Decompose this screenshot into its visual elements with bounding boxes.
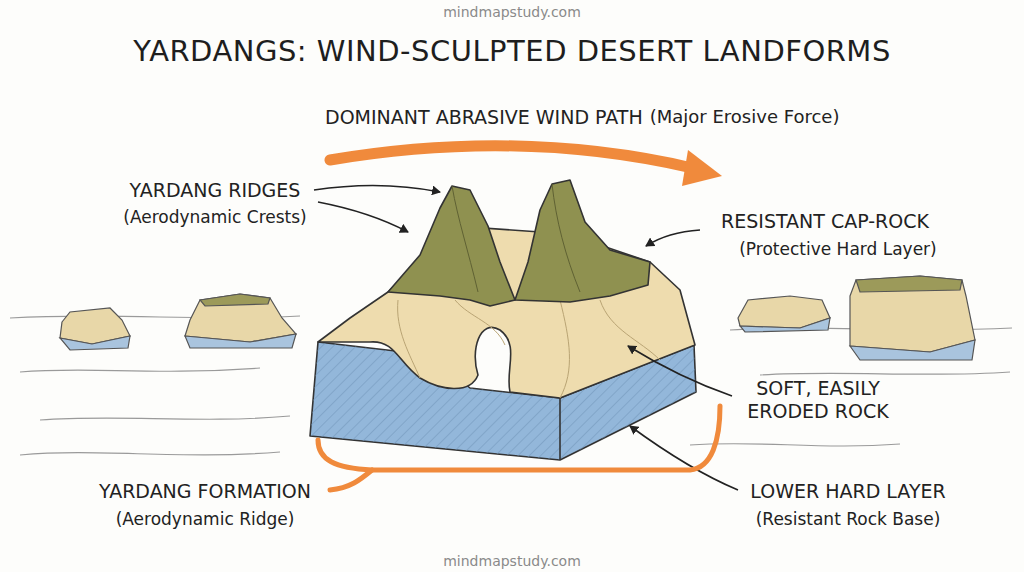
- callout-label: RESISTANT CAP-ROCK: [721, 210, 929, 233]
- callout-label: SOFT, EASILY ERODED ROCK: [738, 377, 898, 423]
- callout-note: (Major Erosive Force): [650, 106, 840, 128]
- wind-arrow: [330, 146, 722, 186]
- callout-note: (Aerodynamic Ridge): [116, 509, 295, 529]
- watermark: mindmapstudy.com: [443, 553, 581, 570]
- cap-rock: [388, 180, 650, 306]
- distant-mesa: [60, 294, 296, 350]
- callout-note: (Aerodynamic Crests): [123, 207, 306, 227]
- callout-label: YARDANG RIDGES: [130, 179, 301, 202]
- soft-rock: [318, 225, 695, 398]
- callout-label: LOWER HARD LAYER: [750, 480, 945, 503]
- callout-note: (Protective Hard Layer): [739, 239, 937, 259]
- distant-mesa: [738, 276, 975, 360]
- watermark: mindmapstudy.com: [443, 4, 581, 21]
- callout-note: (Resistant Rock Base): [756, 509, 941, 529]
- leader-line: [314, 185, 738, 490]
- callout-label: DOMINANT ABRASIVE WIND PATH: [325, 106, 643, 129]
- diagram-title: YARDANGS: WIND-SCULPTED DESERT LANDFORMS: [0, 34, 1024, 68]
- callout-label: YARDANG FORMATION: [99, 480, 311, 503]
- formation-bracket: [318, 406, 720, 490]
